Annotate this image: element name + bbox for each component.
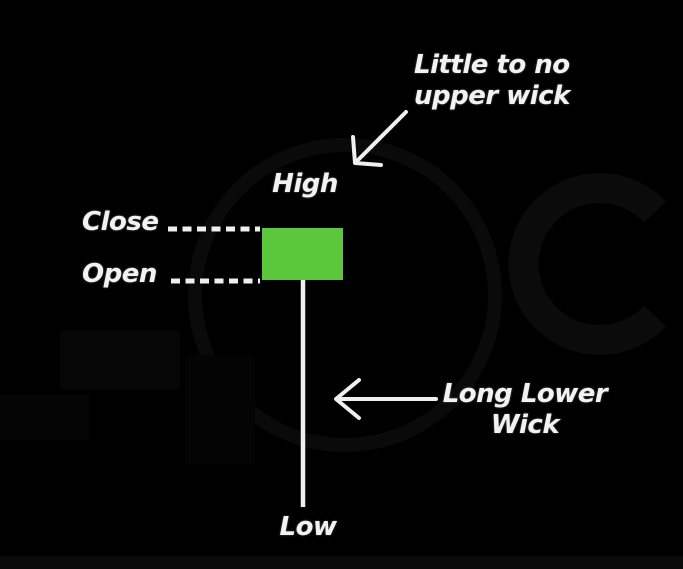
watermark-shape xyxy=(0,395,90,440)
candle-body xyxy=(262,228,343,280)
low-label: Low xyxy=(279,512,337,542)
lower-wick-annotation-line1: Long Lower xyxy=(442,379,608,409)
close-label: Close xyxy=(82,207,159,237)
watermark-c-icon xyxy=(508,173,666,355)
high-label: High xyxy=(272,169,338,199)
lower-wick-annotation-line2: Wick xyxy=(490,410,560,440)
upper-wick-annotation-line2: upper wick xyxy=(414,81,570,111)
watermark-shape xyxy=(185,355,255,465)
watermark-circle-icon xyxy=(188,138,502,452)
watermark-bottom-strip xyxy=(0,556,683,569)
lower-wick-annotation: Long Lower Wick xyxy=(436,379,614,441)
lower-wick-arrow-icon xyxy=(334,378,438,420)
upper-wick-arrow-icon xyxy=(351,110,408,167)
open-label: Open xyxy=(82,259,157,289)
watermark-shape xyxy=(60,330,180,390)
watermark xyxy=(0,138,683,569)
upper-wick-annotation-line1: Little to no xyxy=(414,50,570,80)
upper-wick-annotation: Little to no upper wick xyxy=(414,50,570,112)
